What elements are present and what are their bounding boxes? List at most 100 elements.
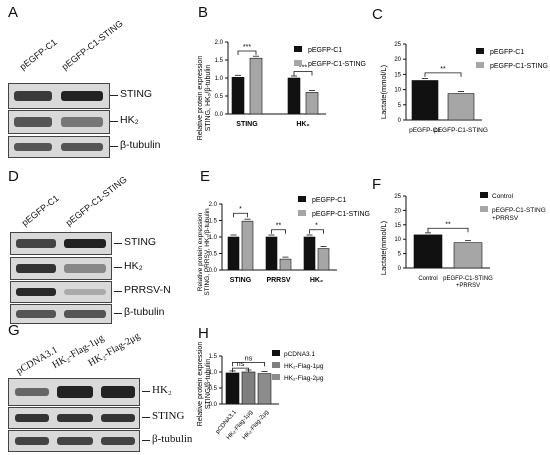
- band-label: HK₂: [120, 114, 139, 126]
- chart-b: Relative protein expression STING, HK₂/β…: [197, 40, 366, 140]
- band-tick: [142, 440, 150, 441]
- significance-bracket: [271, 229, 286, 234]
- significance-bracket: [309, 229, 324, 234]
- x-tick-label: pEGFP-C1-STING: [434, 127, 488, 134]
- legend-label: HK₂-Flag-1μg: [284, 363, 324, 370]
- bar: [453, 242, 483, 269]
- blot-strip: [8, 407, 140, 429]
- significance-bracket: [233, 212, 248, 218]
- significance-marker: **: [440, 66, 446, 73]
- significance-bracket: [293, 71, 313, 76]
- bar: [305, 92, 319, 115]
- y-tick-label: 10: [394, 88, 401, 94]
- legend-swatch: [272, 374, 280, 380]
- panel-letter-h: H: [198, 325, 209, 342]
- x-tick-label: HK₂: [296, 121, 309, 128]
- bar: [241, 220, 254, 271]
- y-tick-label: 15: [394, 72, 401, 78]
- panel-letter-a: A: [8, 4, 19, 21]
- blot-strip: [10, 232, 112, 255]
- legend-swatch: [294, 60, 302, 66]
- blot-strip: [10, 257, 112, 280]
- legend-swatch: [480, 192, 488, 198]
- legend-label: HK₂-Flag-2μg: [284, 375, 324, 382]
- y-tick-label: 20: [394, 57, 401, 63]
- y-tick-label: 0.5: [209, 252, 218, 258]
- significance-bracket: [232, 367, 249, 373]
- band-label: STING: [152, 410, 185, 422]
- x-tick-label: STING: [230, 277, 252, 284]
- legend-swatch: [298, 196, 306, 202]
- legend-swatch: [480, 206, 488, 212]
- y-tick-label: 0.5: [209, 386, 218, 392]
- y-axis-label: STING/β-tubulin: [205, 359, 212, 409]
- y-tick-label: 0.5: [215, 94, 224, 100]
- bar: [241, 371, 256, 405]
- x-tick-label: HK₂: [310, 277, 323, 284]
- band-tick: [110, 95, 118, 96]
- y-tick-label: 1.0: [209, 370, 218, 376]
- y-tick-label: 1.5: [215, 58, 224, 64]
- band-tick: [114, 267, 122, 268]
- band-tick: [142, 391, 150, 392]
- bar: [265, 236, 278, 271]
- legend-swatch: [294, 46, 302, 52]
- y-tick-label: 10: [394, 237, 401, 243]
- blot-strip: [8, 83, 110, 109]
- y-tick-label: 20: [394, 208, 401, 214]
- legend-label: +PRRSV: [492, 215, 519, 222]
- panel-letter-d: D: [8, 168, 19, 185]
- band-tick: [114, 313, 122, 314]
- panel-letter-c: C: [372, 6, 383, 23]
- lane-label: pEGFP-C1: [19, 193, 61, 228]
- chart-e: Relative protein expression STING, PRRSV…: [197, 196, 370, 296]
- legend-swatch: [476, 62, 484, 68]
- y-tick-label: 1.0: [215, 76, 224, 82]
- significance-bracket: [424, 72, 462, 77]
- y-tick-label: 0: [398, 118, 402, 124]
- chart-c: Lactate(mmol/L) 0510152025pEGFP-C1pEGFP-…: [379, 42, 548, 134]
- band-tick: [110, 121, 118, 122]
- significance-marker: ***: [299, 65, 307, 72]
- legend-swatch: [476, 48, 484, 54]
- panel-letter-f: F: [372, 176, 382, 193]
- significance-bracket: [237, 50, 257, 55]
- panel-letter-e: E: [200, 168, 211, 185]
- chart-h: Relative protein expression STING/β-tubu…: [197, 342, 324, 442]
- panel-letter-b: B: [198, 4, 209, 21]
- bar: [287, 77, 301, 115]
- significance-bracket: [427, 227, 469, 233]
- legend-label: pEGFP-C1-STING: [308, 61, 366, 68]
- blot-strip: [10, 281, 112, 303]
- legend-label: pCDNA3.1: [284, 351, 315, 358]
- y-axis-label: Lactate(mmol/L): [379, 220, 388, 275]
- bar: [413, 234, 443, 269]
- y-tick-label: 1.5: [209, 219, 218, 225]
- band-label: β-tubulin: [120, 139, 161, 151]
- blot-strip: [8, 136, 110, 158]
- band-tick: [110, 146, 118, 147]
- y-tick-label: 2.0: [215, 40, 224, 46]
- band-label: β-tubulin: [124, 306, 165, 318]
- y-tick-label: 15: [394, 223, 401, 229]
- bar: [231, 76, 245, 115]
- bar: [303, 236, 316, 271]
- y-axis-label: Lactate(mmol/L): [379, 64, 388, 119]
- x-tick-label: pEGFP-C1: [409, 127, 441, 134]
- significance-marker: ***: [243, 44, 251, 51]
- y-tick-label: 5: [398, 252, 402, 258]
- significance-marker: *: [239, 206, 242, 213]
- legend-label: pEGFP-C1-STING: [490, 63, 548, 70]
- significance-marker: ns: [237, 361, 245, 368]
- y-tick-label: 0.0: [209, 268, 218, 274]
- x-tick-label: +PRRSV: [456, 283, 480, 289]
- y-tick-label: 0.0: [209, 402, 218, 408]
- significance-marker: *: [315, 223, 318, 230]
- x-tick-label: STING: [236, 121, 258, 128]
- legend-label: pEGFP-C1: [308, 47, 342, 54]
- blot-strip: [8, 430, 140, 452]
- legend-label: Control: [492, 193, 514, 200]
- y-tick-label: 0: [398, 266, 402, 272]
- band-label: PRRSV-N: [124, 284, 171, 296]
